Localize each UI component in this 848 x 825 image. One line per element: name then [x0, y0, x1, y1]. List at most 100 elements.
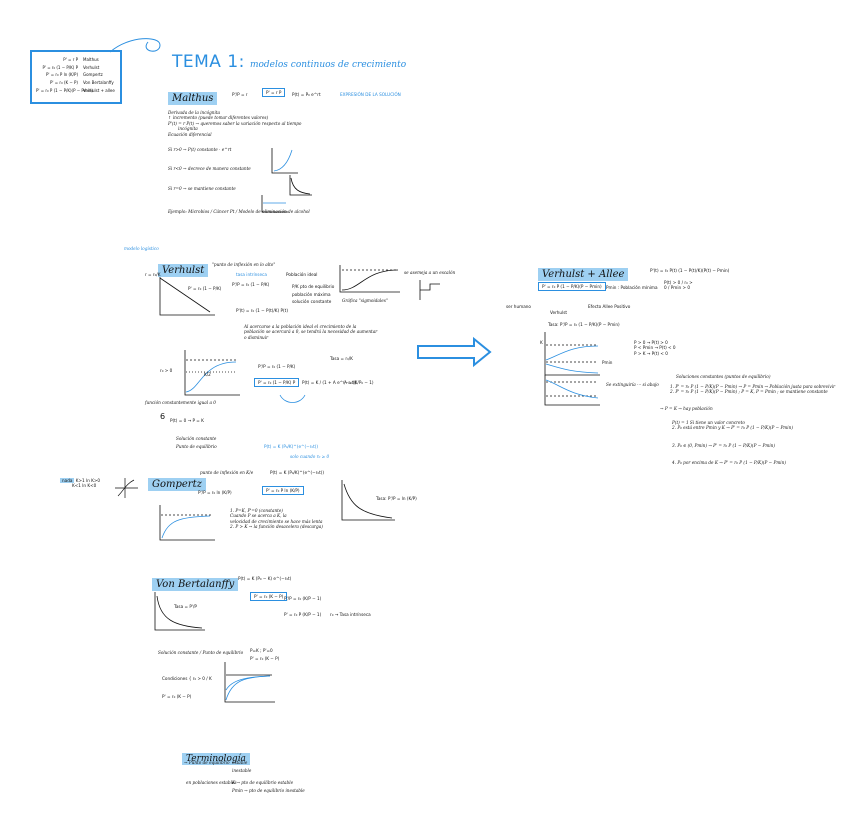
- bertalanffy-equilibrium-graph: [224, 662, 275, 703]
- verhulst-escalon: se asemeja a un escalón: [404, 270, 456, 275]
- cond-line: P > K → P(t) < 0: [634, 350, 668, 356]
- legend-name: Verhulst + allee: [83, 87, 115, 93]
- allee-efecto: Efecto Allee Positivo: [588, 304, 631, 309]
- verhulst-pop-ideal: Población ideal: [286, 272, 318, 277]
- legend-name: Gompertz: [83, 72, 103, 78]
- verhulst-kp: r = r₀/K: [145, 272, 161, 277]
- malthus-solution-note: EXPRESIÓN DE LA SOLUCIÓN: [340, 92, 401, 97]
- gompertz-main-graph: [159, 505, 215, 541]
- verhulst-dp-eq: P'/P = r₀ (1 − P/K): [258, 364, 296, 369]
- verhulst-sol: P(t) = K / (1 + A e^(−r₀t)): [302, 380, 357, 385]
- note-line: velocidad de crecimiento se hace más len…: [230, 518, 323, 524]
- allee-verhulst: Verhulst: [550, 310, 568, 315]
- cond-line: P < Pmin → P(t) < 0: [634, 345, 676, 351]
- verhulst-notes: Al acercarse a la población ideal el cre…: [244, 324, 377, 340]
- malthus-title: Malthus: [168, 92, 218, 105]
- verhulst-annot: modelo logístico: [124, 246, 159, 251]
- verhulst-r0-graph: [184, 350, 240, 396]
- bertalanffy-pk: P=K ; P'=0: [250, 648, 273, 653]
- allee-sol-lines: 1. P' = r₀ P (1 − P/K)(P − Pmin) → P = P…: [670, 384, 835, 395]
- verhulst-tasa-eq: Tasa = r₀/K: [330, 356, 353, 361]
- malthus-graph-constant: [261, 195, 288, 213]
- verhulst-pt: P(t) = 0 → P = K: [170, 418, 204, 423]
- gompertz-ratio: P'/P = r₀ ln (K/P): [198, 490, 232, 495]
- gompertz-inflex: punto de inflexión en K/e: [200, 470, 254, 475]
- note-line: Ejemplo: Microbios / Cáncer Pt / Modelo …: [168, 209, 310, 215]
- note-line: Si r>0 → P(t) constante · e^rt: [168, 147, 232, 153]
- gompertz-solo-cuando: solo cuando r₀ ≥ 0: [290, 454, 330, 459]
- allee-title: Verhulst + Allee: [538, 268, 629, 281]
- verhulst-lhs: P' = r₀ (1 − P/K): [188, 286, 222, 291]
- sol-line: 4. P₀ por encima de K → P' = r₀ P (1 − P…: [672, 460, 786, 466]
- allee-graph-2: [544, 375, 600, 406]
- verhulst-sol-const-2: Solución constante: [176, 436, 217, 441]
- bertalanffy-sol-const: Solución constante / Punto de equilibrio: [158, 650, 244, 655]
- malthus-section: Malthus: [168, 86, 218, 105]
- term-line: → Punto de equilibrio: [184, 760, 230, 765]
- title-main: TEMA 1:: [172, 52, 245, 72]
- note-line: población se acercará a 0, se tendrá la …: [244, 329, 378, 335]
- verhulst-section: Verhulst: [158, 258, 209, 277]
- verhulst-r0-label: r₀ > 0: [160, 368, 173, 373]
- allee-eq-right: P'(t) = r₀ P(t) (1 − P(t)/K)(P(t) − Pmin…: [650, 268, 730, 273]
- allee-graph-1: [544, 332, 600, 376]
- bertalanffy-decay-graph: [154, 592, 205, 631]
- big-arrow-icon: [417, 336, 492, 368]
- note-line: 1. P=K, P'=0 (constante): [230, 508, 283, 513]
- legend-row: P' = r₀ (K − P)Von Bertalanffy: [36, 79, 116, 87]
- bertalanffy-pk2: P' = r₀ (K − P): [250, 656, 280, 661]
- legend-name: Malthus: [83, 57, 99, 63]
- gompertz-blue-sol: P(t) = K (P₀/K)^(e^(−r₀t)): [264, 444, 318, 449]
- verhulst-boxed-eq: P' = r₀ (1 − P/K) P: [254, 378, 300, 388]
- terminologia-title: Terminología: [182, 753, 250, 765]
- legend-formula: P' = r₀ (K − P): [50, 80, 78, 86]
- verhulst-pop-max: población máxima: [292, 292, 331, 297]
- verhulst-grafica: Gráfica "sigmoidales": [342, 298, 388, 303]
- allee-boxed-eq: P' = r₀ P (1 − P/K)(P − Pmin): [538, 282, 606, 292]
- bertalanffy-cond: Condiciones { r₀ > 0 / K: [162, 676, 212, 681]
- note-line: Derivada de la incógnita: [168, 110, 221, 115]
- malthus-eq: P'/P = r: [232, 92, 248, 97]
- note-line: Cuando P se acerca a K, la: [230, 513, 287, 519]
- gompertz-tasa: Tasa: P'/P = ln (K/P): [376, 496, 417, 501]
- verhulst-pto-eq: Punto de equilibrio: [176, 444, 217, 449]
- bertalanffy-title: Von Bertalanffy: [152, 578, 239, 591]
- sol-line: → P = K → hay población: [660, 406, 713, 411]
- legend-name: Verhulst: [83, 64, 100, 70]
- verhulst-sigmoid-graph: [339, 265, 400, 293]
- note-line: ↑ incremento (puede tomar diferentes val…: [168, 115, 269, 121]
- malthus-graph-growth: [271, 148, 298, 174]
- gompertz-small-axes: [115, 478, 138, 498]
- note-line: Si r<0 → decrece de manera constante: [168, 166, 251, 172]
- verhulst-sol-const: solución constante: [292, 299, 332, 304]
- bertalanffy-sol: P(t) = K (P₀ − K) e^(−r₀t): [238, 576, 292, 581]
- verhulst-swoop: [279, 394, 306, 403]
- allee-sol-title: Soluciones constantes (puntos de equilib…: [676, 374, 771, 379]
- allee-pmin: Pmin : Población mínima: [606, 285, 658, 290]
- legend-row: P' = r P Malthus: [36, 56, 116, 64]
- bertalanffy-section: Von Bertalanffy: [152, 572, 239, 591]
- bertalanffy-eq3: P' = r₀ (K − P): [162, 694, 192, 699]
- bertalanffy-eq2: P' = r₀ P (K/P − 1): [284, 612, 322, 617]
- page-title: TEMA 1: modelos continuos de crecimiento: [172, 52, 406, 72]
- note-line: incógnita: [178, 126, 198, 132]
- note-line: 2. P > K → la función desacelera (descar…: [230, 524, 323, 530]
- verhulst-tasa: tasa intrínseca: [236, 272, 267, 277]
- allee-cond: P(t) > 0 / r₀ > 0 / Pmin > 0: [664, 280, 693, 291]
- legend-formula: P' = r P: [63, 57, 78, 63]
- gompertz-boxed-eq: P' = r₀ P ln (K/P): [262, 486, 304, 496]
- sol-line: 3. P₀ ∈ (0, Pmin) → P' = r₀ P (1 − P/K)(…: [672, 442, 776, 448]
- verhulst-six-mark: 6: [160, 412, 166, 421]
- allee-section: Verhulst + Allee: [538, 262, 629, 281]
- gompertz-notes: 1. P=K, P'=0 (constante) Cuando P se ace…: [230, 508, 323, 530]
- allee-pmin-lbl: Pmin: [602, 360, 613, 365]
- verhulst-title: Verhulst: [158, 264, 209, 277]
- gompertz-section: Gompertz: [148, 472, 206, 491]
- term-line: en poblaciones estables: [186, 780, 237, 785]
- allee-k-lbl: K: [540, 340, 543, 345]
- allee-conds: P > 0 → P(t) > 0 P < Pmin → P(t) < 0 P >…: [634, 340, 676, 356]
- allee-sol-lines-2: P(t) = 1 Si tiene un valor concreto 2. P…: [672, 420, 793, 466]
- verhulst-k-half: K/2: [204, 372, 211, 377]
